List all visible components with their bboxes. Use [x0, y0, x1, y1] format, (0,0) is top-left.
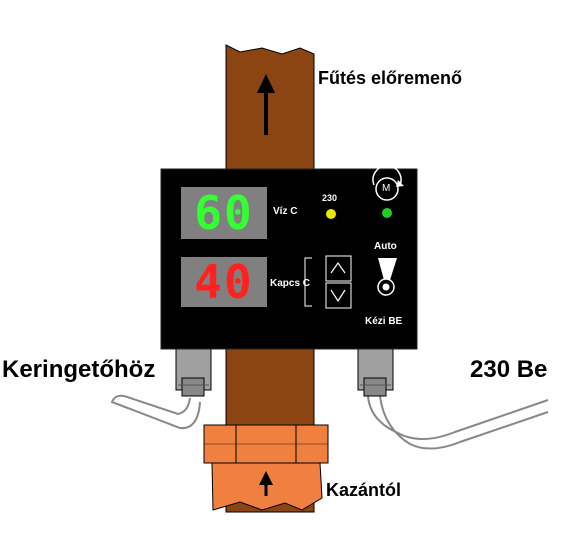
water-temp-display [181, 187, 267, 239]
left-cable-gland [175, 344, 212, 397]
down-chevron-icon [330, 289, 346, 303]
motor-led [382, 208, 392, 218]
setpoint-bracket [304, 257, 312, 307]
setpoint-down-button[interactable] [325, 282, 352, 309]
manual-label: Kézi BE [365, 316, 403, 327]
power-led [326, 209, 336, 219]
switch-temp-display [181, 257, 267, 307]
left-cable [110, 394, 201, 430]
mode-toggle-switch[interactable] [377, 258, 397, 296]
switch-temp-label: Kapcs C [270, 278, 311, 289]
motor-letter: M [382, 183, 391, 194]
water-temp-value: 60 [194, 186, 254, 240]
to-circulator-label: Keringetőhöz [2, 356, 156, 383]
motor-icon [372, 165, 404, 201]
power-in-label: 230 Be [470, 356, 548, 383]
power-label: 230 [322, 193, 338, 203]
heating-flow-label: Fűtés előremenő [318, 68, 463, 88]
setpoint-up-button[interactable] [325, 255, 352, 282]
boiler-fitting [203, 424, 329, 511]
switch-temp-value: 40 [194, 255, 254, 309]
inlet-arrow [259, 471, 273, 496]
auto-label: Auto [374, 241, 397, 252]
up-chevron-icon [330, 261, 346, 274]
from-boiler-label: Kazántól [326, 480, 402, 500]
right-cable-gland [357, 344, 394, 397]
flow-up-arrow [257, 74, 275, 135]
right-cable [367, 395, 549, 450]
water-temp-label: Víz C [273, 206, 298, 217]
